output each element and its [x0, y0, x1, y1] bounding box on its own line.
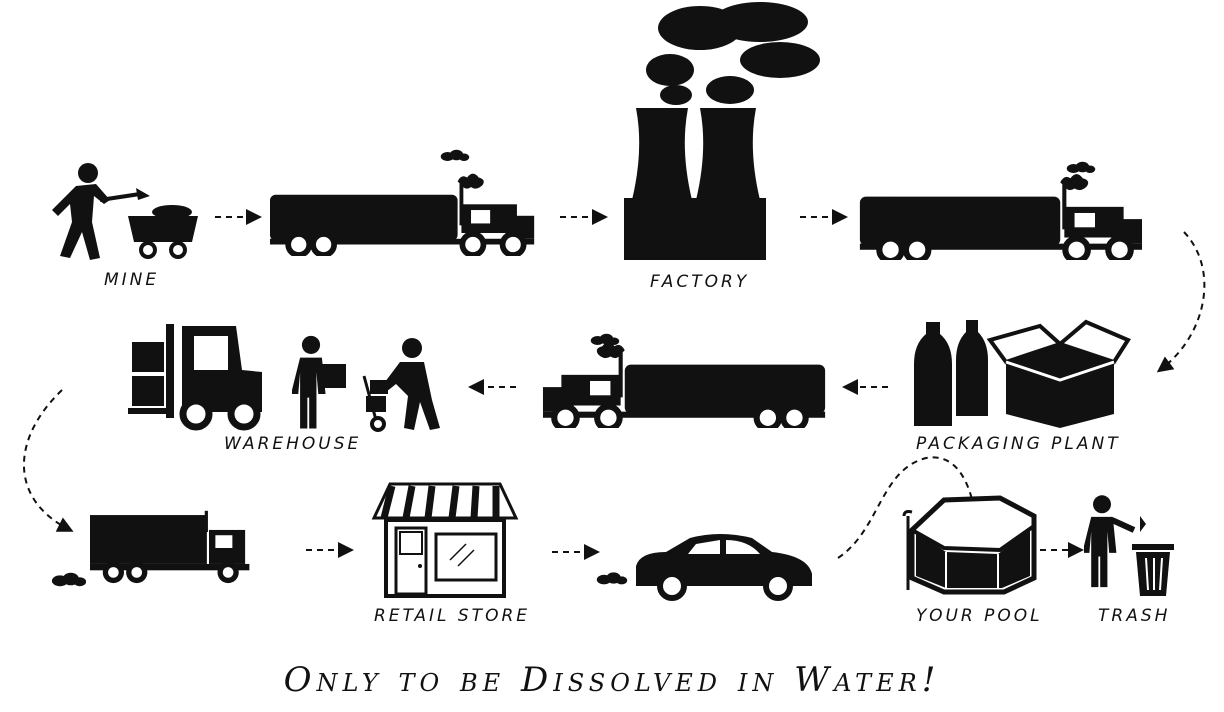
- exhaust-puff-icon: [596, 572, 628, 585]
- label-retail-store: RETAIL STORE: [374, 606, 531, 626]
- bottles-icon: [914, 320, 988, 426]
- exhaust-puff-icon: [1066, 161, 1096, 173]
- arrow-truck-to-packaging: [1156, 231, 1206, 373]
- pool-icon: [902, 495, 1037, 595]
- exhaust-puff-icon: [51, 572, 87, 587]
- exhaust-puff-icon: [590, 333, 620, 345]
- arrow-warehouse-to-delivery-truck: [22, 389, 74, 532]
- tanker-truck-icon: [860, 174, 1142, 261]
- label-your-pool: YOUR POOL: [916, 606, 1043, 626]
- forklift-icon: [128, 324, 262, 431]
- worker-with-hand-truck-icon: [362, 338, 440, 432]
- mine-cart-icon: [128, 205, 198, 259]
- miner-icon: [52, 163, 150, 260]
- retail-store-icon: [371, 482, 519, 598]
- arrow-car-to-pool: [837, 456, 983, 559]
- label-factory: FACTORY: [650, 272, 750, 292]
- tanker-truck-icon: [270, 174, 534, 255]
- car-icon: [636, 534, 812, 601]
- person-throwing-trash-icon: [1084, 495, 1146, 588]
- open-box-icon: [986, 319, 1131, 428]
- tanker-truck-icon: [543, 342, 825, 429]
- factory-icon: [624, 2, 820, 260]
- label-warehouse: WAREHOUSE: [224, 434, 362, 454]
- exhaust-puff-icon: [440, 149, 470, 161]
- worker-carrying-box-icon: [292, 335, 346, 429]
- label-mine: MINE: [104, 270, 160, 290]
- label-packaging-plant: PACKAGING PLANT: [916, 434, 1121, 454]
- delivery-truck-icon: [90, 510, 250, 584]
- trash-can-icon: [1132, 544, 1174, 596]
- diagram-caption: Only to be Dissolved in Water!: [283, 660, 941, 700]
- label-trash: TRASH: [1098, 606, 1171, 626]
